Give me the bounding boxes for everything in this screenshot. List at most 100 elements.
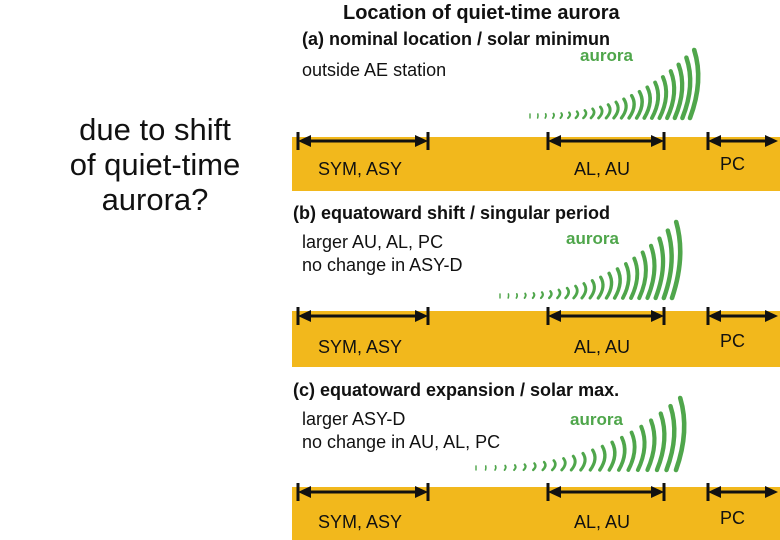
aurora-strand (580, 282, 588, 300)
aurora-strand (556, 288, 562, 300)
aurora-strand (645, 243, 657, 301)
aurora-strand (621, 262, 631, 300)
aurora-strand (515, 292, 519, 299)
aurora-strand (513, 464, 517, 472)
aurora-strand (564, 286, 570, 300)
panel-b-note-2: no change in ASY-D (302, 255, 462, 275)
arrow-head-right (765, 486, 778, 498)
panel-a: (a) nominal location / solar minimun out… (292, 29, 780, 191)
panel-b-label-sym-asy: SYM, ASY (318, 337, 402, 357)
aurora-strand (531, 292, 536, 300)
panel-c-subtitle: (c) equatoward expansion / solar max. (293, 380, 619, 400)
panel-a-aurora-label: aurora (580, 46, 633, 65)
panel-b-aurora-label: aurora (566, 229, 619, 248)
panel-c-aurora-curtain (475, 395, 687, 473)
panel-b-subtitle: (b) equatoward shift / singular period (293, 203, 610, 223)
aurora-strand (612, 100, 620, 120)
arrow-head-right (651, 486, 664, 498)
aurora-strand (629, 256, 640, 300)
aurora-strand (604, 271, 614, 300)
arrow-head-left (548, 310, 561, 322)
arrow-head-right (651, 135, 664, 147)
aurora-strand (627, 93, 636, 120)
panel-a-band (292, 137, 780, 191)
aurora-strand (523, 292, 527, 299)
panel-b: (b) equatoward shift / singular period l… (292, 203, 780, 367)
arrow-head-left (548, 135, 561, 147)
aurora-strand (661, 228, 674, 301)
aurora-strand (669, 219, 683, 301)
arrow-head-left (298, 135, 311, 147)
aurora-strand (503, 464, 507, 471)
aurora-strand (617, 435, 627, 472)
aurora-strand (664, 403, 677, 473)
aurora-strand (550, 459, 557, 472)
aurora-strand (634, 89, 644, 120)
aurora-strand (649, 80, 661, 120)
panel-a-subtitle: (a) nominal location / solar minimun (302, 29, 610, 49)
panel-c-aurora-label: aurora (570, 410, 623, 429)
aurora-strand (588, 279, 596, 300)
aurora-strand (653, 236, 666, 301)
side-question-line-1: due to shift (79, 112, 231, 147)
aurora-strand (572, 284, 579, 300)
aurora-strand (619, 97, 628, 120)
arrow-head-right (765, 135, 778, 147)
arrow-head-right (765, 310, 778, 322)
side-question: due to shift of quiet-time aurora? (40, 112, 270, 217)
arrow-head-right (415, 310, 428, 322)
arrow-head-left (708, 486, 721, 498)
aurora-strand (657, 75, 669, 120)
panel-c-label-pc: PC (720, 508, 745, 528)
panel-a-arrows (296, 132, 778, 150)
side-question-line-3: aurora? (101, 182, 209, 217)
aurora-strand (544, 113, 547, 119)
arrow-head-left (548, 486, 561, 498)
aurora-strand (494, 465, 497, 471)
panel-a-label-sym-asy: SYM, ASY (318, 159, 402, 179)
panel-b-aurora-curtain (499, 219, 683, 301)
aurora-strand (642, 85, 652, 120)
panel-b-band (292, 311, 780, 367)
aurora-strand (579, 451, 587, 472)
arrow-head-right (651, 310, 664, 322)
side-question-line-2: of quiet-time (69, 147, 241, 182)
aurora-strand (551, 112, 555, 119)
panel-c-label-al-au: AL, AU (574, 512, 630, 532)
panel-a-label-pc: PC (720, 154, 745, 174)
aurora-strand (588, 448, 597, 472)
aurora-strand (637, 250, 648, 300)
panel-c: (c) equatoward expansion / solar max. la… (292, 380, 780, 540)
panel-b-arrows (296, 307, 778, 325)
aurora-strand (589, 107, 596, 120)
aurora-strand (567, 111, 572, 120)
aurora-strand (547, 290, 553, 300)
panel-c-note-2: no change in AU, AL, PC (302, 432, 500, 452)
panel-b-label-al-au: AL, AU (574, 337, 630, 357)
aurora-strand (596, 275, 605, 300)
aurora-strand (541, 460, 547, 472)
arrow-head-right (415, 135, 428, 147)
aurora-strand (687, 47, 701, 121)
arrow-head-left (298, 486, 311, 498)
aurora-strand (635, 424, 647, 472)
panel-a-aurora-curtain (529, 47, 701, 121)
aurora-strand (654, 411, 667, 473)
aurora-strand (559, 112, 564, 120)
arrow-head-left (708, 310, 721, 322)
panel-b-label-pc: PC (720, 331, 745, 351)
aurora-strand (569, 454, 577, 472)
aurora-strand (604, 103, 612, 120)
aurora-strand (673, 395, 687, 473)
aurora-strand (607, 440, 617, 472)
aurora-strand (612, 267, 622, 300)
panel-a-note-1: outside AE station (302, 60, 446, 80)
panel-c-band (292, 487, 780, 540)
figure-title: Location of quiet-time aurora (343, 2, 621, 24)
aurora-strand (626, 430, 637, 472)
arrow-head-left (298, 310, 311, 322)
aurora-strand (574, 110, 580, 120)
arrow-head-right (415, 486, 428, 498)
aurora-strand (645, 418, 657, 473)
